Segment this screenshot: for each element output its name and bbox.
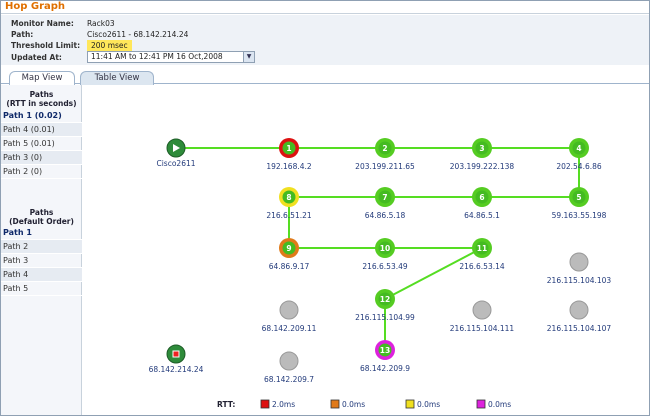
legend-value: 0.0ms <box>417 400 440 409</box>
hop-node[interactable] <box>475 241 489 255</box>
rtt-paths-subheading: (RTT in seconds) <box>6 99 77 108</box>
order-path-item[interactable]: Path 5 <box>1 282 82 296</box>
updated-label: Updated At: <box>11 53 62 62</box>
hop-node[interactable] <box>475 190 489 204</box>
hop-number: 12 <box>380 295 390 304</box>
idle-node-icon[interactable] <box>279 351 299 371</box>
stop-icon <box>172 350 180 358</box>
hop-number: 5 <box>576 193 581 202</box>
hop-node[interactable] <box>572 190 586 204</box>
order-paths-subheading: (Default Order) <box>9 217 74 226</box>
hop-link <box>384 247 483 300</box>
hop-ip-label: 202.54.6.86 <box>556 162 602 171</box>
idle-node-icon[interactable] <box>472 300 492 320</box>
hop-ip-label: 203.199.222.138 <box>450 162 515 171</box>
hop-node[interactable] <box>378 141 392 155</box>
order-path-item[interactable]: Path 3 <box>1 254 82 268</box>
path-label: Path: <box>11 30 34 39</box>
monitor-name-value: Rack03 <box>87 19 115 28</box>
hop-ip-label: 203.199.211.65 <box>355 162 415 171</box>
legend-swatch <box>260 399 270 409</box>
hop-ip-label: 59.163.55.198 <box>552 211 607 220</box>
rtt-path-item[interactable]: Path 5 (0.01) <box>1 137 82 151</box>
hop-ip-label: 216.115.104.111 <box>450 324 515 333</box>
hop-ip-label: 68.142.214.24 <box>149 365 204 374</box>
rtt-path-item[interactable]: Path 3 (0) <box>1 151 82 165</box>
paths-sidebar: Paths (RTT in seconds) Path 1 (0.02) Pat… <box>1 85 82 415</box>
window-title: Hop Graph <box>5 1 66 12</box>
hop-number: 11 <box>477 244 487 253</box>
rtt-path-item[interactable]: Path 2 (0) <box>1 165 82 179</box>
threshold-badge: 200 msec <box>87 40 132 51</box>
hop-ip-label: 64.86.5.1 <box>464 211 500 220</box>
hop-number: 7 <box>382 193 387 202</box>
hop-ip-label: 64.86.5.18 <box>365 211 406 220</box>
order-path-item[interactable]: Path 4 <box>1 268 82 282</box>
legend-value: 2.0ms <box>272 400 295 409</box>
hop-node[interactable] <box>282 141 296 155</box>
chevron-down-icon[interactable]: ▼ <box>243 52 254 62</box>
hop-ip-label: 68.142.209.11 <box>262 324 317 333</box>
hop-node[interactable] <box>282 190 296 204</box>
hop-node[interactable] <box>378 292 392 306</box>
hop-node[interactable] <box>378 343 392 357</box>
legend-swatch <box>330 399 340 409</box>
monitor-info-panel: Monitor Name: Rack03 Path: Cisco2611 - 6… <box>1 15 649 65</box>
hop-map: Cisco2611 1 192.168.4.2 2 203.199.211.65 3 203… <box>83 85 649 415</box>
order-path-item[interactable]: Path 2 <box>1 240 82 254</box>
idle-node-icon[interactable] <box>569 300 589 320</box>
hop-node[interactable] <box>475 141 489 155</box>
hop-ip-label: 216.6.53.49 <box>362 262 408 271</box>
hop-node[interactable] <box>378 241 392 255</box>
play-icon <box>173 144 180 152</box>
tab-table-view[interactable]: Table View <box>80 71 154 85</box>
hop-ip-label: 216.6.53.14 <box>459 262 505 271</box>
hop-number: 9 <box>286 244 291 253</box>
hop-number: 2 <box>382 144 387 153</box>
view-tabs: Map View Table View <box>1 68 649 86</box>
hop-ip-label: 216.115.104.107 <box>547 324 612 333</box>
hop-ip-label: Cisco2611 <box>156 159 195 168</box>
path-value: Cisco2611 - 68.142.214.24 <box>87 30 189 39</box>
order-paths-heading: Paths <box>29 208 54 217</box>
title-bar: Hop Graph <box>1 1 649 14</box>
legend-swatch <box>405 399 415 409</box>
hop-number: 6 <box>479 193 484 202</box>
hop-number: 4 <box>576 144 581 153</box>
hop-node[interactable] <box>572 141 586 155</box>
hop-number: 1 <box>286 144 291 153</box>
hop-node[interactable] <box>282 241 296 255</box>
monitor-name-label: Monitor Name: <box>11 19 74 28</box>
threshold-label: Threshold Limit: <box>11 41 81 50</box>
hop-node[interactable] <box>378 190 392 204</box>
hop-ip-label: 216.115.104.99 <box>355 313 415 322</box>
hop-number: 10 <box>380 244 390 253</box>
hop-number: 13 <box>380 346 390 355</box>
legend-swatch <box>476 399 486 409</box>
rtt-path-item[interactable]: Path 1 (0.02) <box>1 109 82 123</box>
time-range-value: 11:41 AM to 12:41 PM 16 Oct,2008 <box>91 52 223 61</box>
hop-number: 8 <box>286 193 291 202</box>
legend-value: 0.0ms <box>342 400 365 409</box>
rtt-legend-label: RTT: <box>217 400 235 409</box>
hop-ip-label: 216.115.104.103 <box>547 276 612 285</box>
hop-number: 3 <box>479 144 484 153</box>
tab-map-view[interactable]: Map View <box>9 71 75 86</box>
idle-node-icon[interactable] <box>569 252 589 272</box>
hop-ip-label: 216.6.51.21 <box>266 211 312 220</box>
hop-ip-label: 64.86.9.17 <box>269 262 310 271</box>
hop-ip-label: 192.168.4.2 <box>266 162 312 171</box>
hop-ip-label: 68.142.209.9 <box>360 364 410 373</box>
legend-value: 0.0ms <box>488 400 511 409</box>
idle-node-icon[interactable] <box>279 300 299 320</box>
time-range-select[interactable]: 11:41 AM to 12:41 PM 16 Oct,2008 ▼ <box>87 51 255 63</box>
rtt-path-item[interactable]: Path 4 (0.01) <box>1 123 82 137</box>
hop-map-canvas: Cisco2611 1 192.168.4.2 2 203.199.211.65 3 203… <box>149 138 612 409</box>
rtt-paths-heading: Paths <box>29 90 54 99</box>
order-path-item[interactable]: Path 1 <box>1 226 82 240</box>
hop-ip-label: 68.142.209.7 <box>264 375 314 384</box>
